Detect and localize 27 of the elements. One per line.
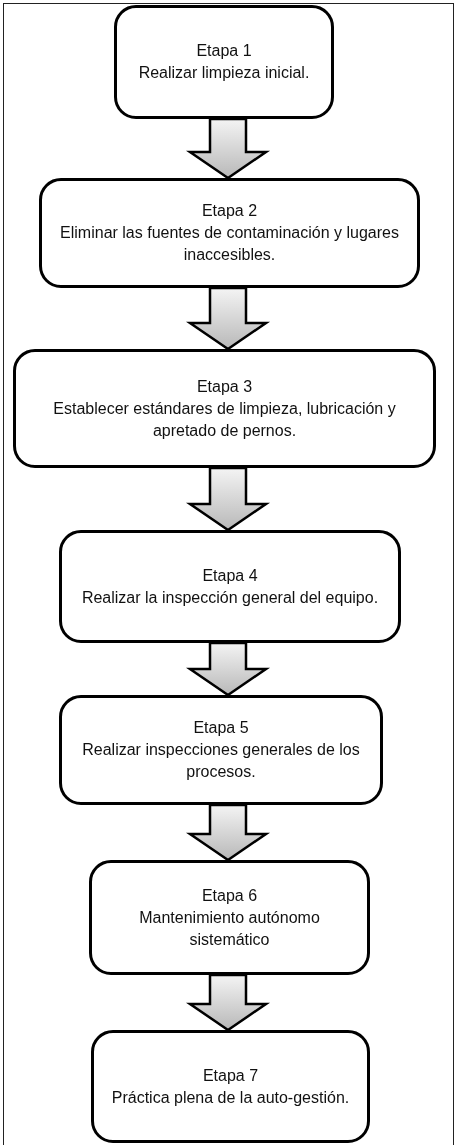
step-description: Establecer estándares de limpieza, lubricación y apretado de pernos. — [52, 398, 397, 441]
process-box — [114, 5, 334, 119]
process-box — [13, 349, 436, 468]
step-title: Etapa 2 — [201, 201, 258, 221]
step-title: Etapa 7 — [202, 1065, 259, 1086]
process-box — [39, 178, 420, 288]
block-arrow — [185, 803, 271, 862]
step-description: Realizar inspecciones generales de los procesos. — [81, 740, 361, 782]
step-description: Realizar limpieza inicial. — [138, 63, 310, 83]
step-title: Etapa 1 — [196, 41, 252, 61]
process-box — [59, 695, 383, 805]
step-description: Realizar la inspección general del equipo. — [81, 587, 379, 608]
step-title: Etapa 4 — [202, 565, 258, 586]
block-arrow — [185, 641, 271, 697]
block-arrow — [185, 973, 271, 1032]
step-title: Etapa 5 — [193, 718, 249, 738]
block-arrow — [185, 286, 271, 351]
step-title: Etapa 6 — [201, 885, 258, 906]
step-description: Mantenimiento autónomo sistemático — [138, 907, 321, 950]
process-box — [59, 530, 401, 643]
step-title: Etapa 3 — [196, 376, 253, 397]
block-arrow — [185, 466, 271, 532]
process-box — [89, 860, 370, 975]
process-box — [91, 1030, 370, 1143]
block-arrow — [185, 117, 271, 180]
step-description: Práctica plena de la auto-gestión. — [111, 1087, 350, 1108]
step-description: Eliminar las fuentes de contaminación y lugares inaccesibles. — [59, 223, 400, 265]
